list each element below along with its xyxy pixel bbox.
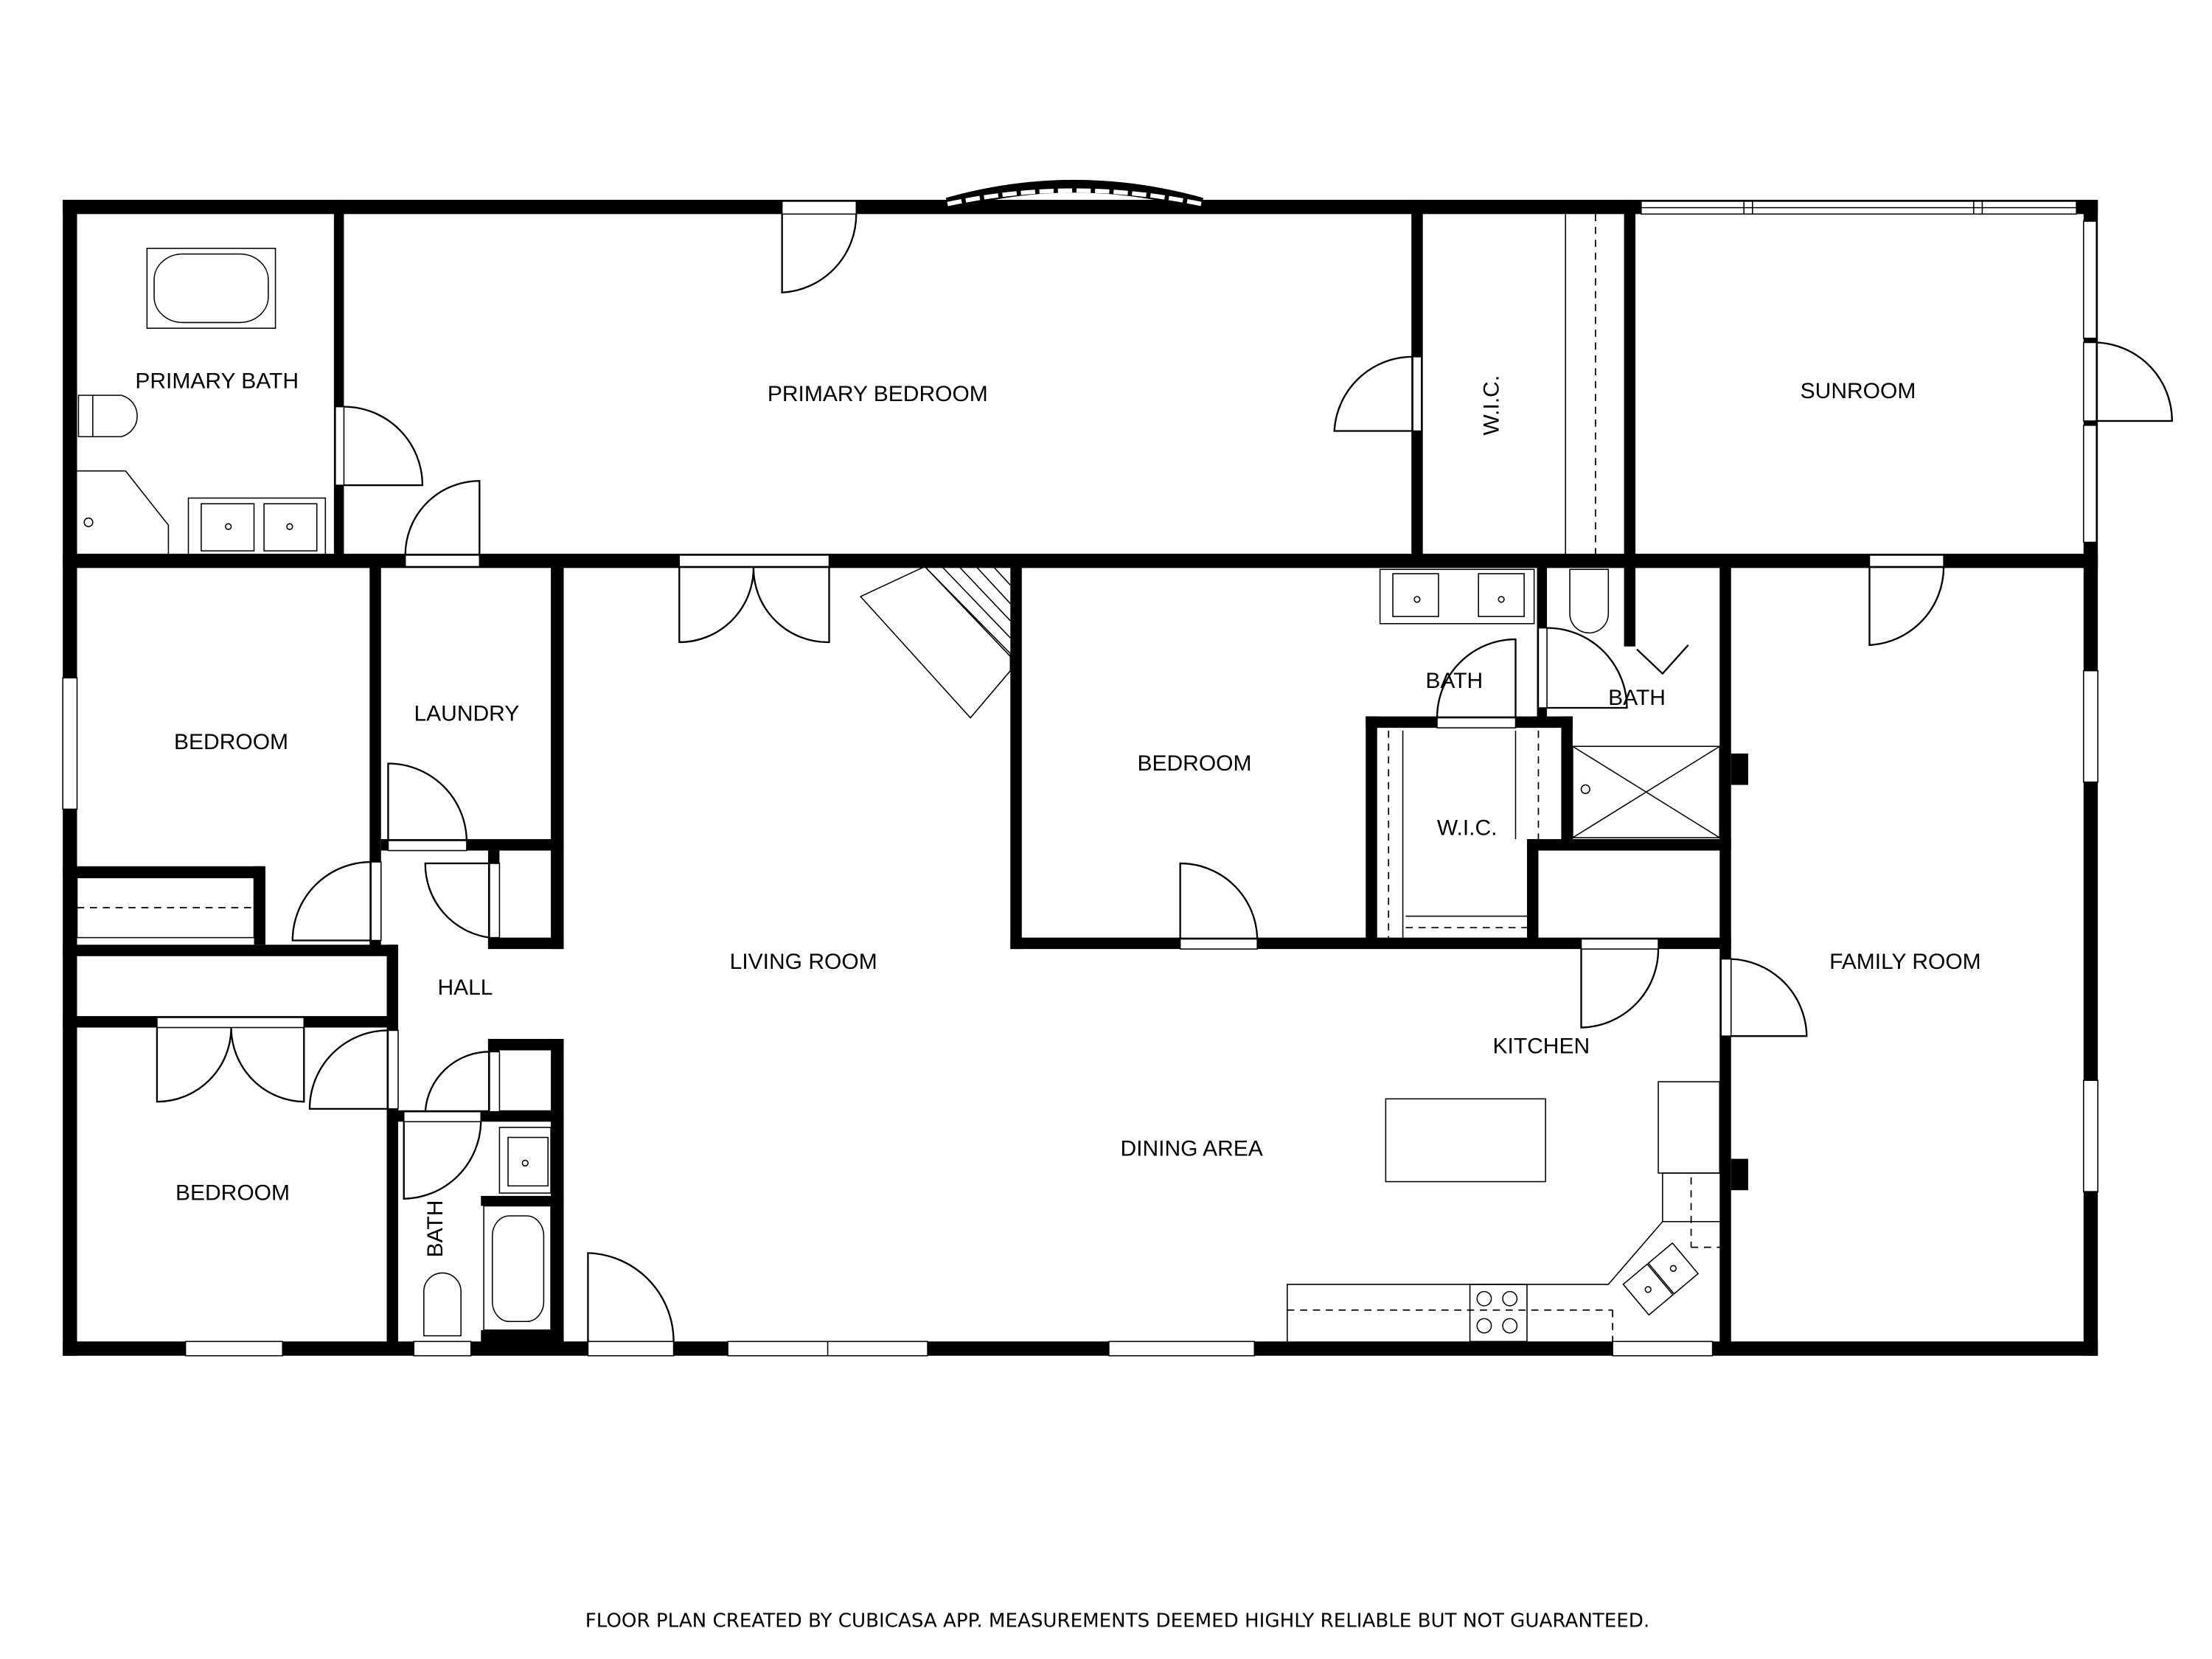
room-label-kitchen: KITCHEN: [1492, 1034, 1590, 1058]
toilet-icon: [423, 1272, 462, 1337]
room-labels: PRIMARY BATH PRIMARY BEDROOM W.I.C. SUNR…: [135, 369, 1980, 1257]
room-label-bedroom-3: BEDROOM: [175, 1181, 290, 1206]
toilet-icon: [77, 394, 138, 438]
room-label-bath-1: BATH: [1425, 669, 1483, 693]
toilet-icon: [1569, 568, 1610, 634]
stove-icon: [1469, 1284, 1528, 1343]
walls: [63, 199, 2098, 1356]
kitchen-counter: [1287, 1081, 1721, 1342]
staircase-icon: [859, 566, 1012, 719]
room-label-wic-2: W.I.C.: [1437, 815, 1498, 840]
doors: [156, 201, 2173, 1357]
room-label-hall: HALL: [437, 975, 493, 1000]
shower-icon: [1572, 745, 1721, 838]
double-sink-icon: [1379, 568, 1535, 625]
sink-icon: [498, 1127, 552, 1194]
windows: [62, 179, 2098, 1357]
room-label-bedroom-2: BEDROOM: [1137, 751, 1251, 776]
room-label-living-room: LIVING ROOM: [730, 950, 877, 974]
kitchen-sink-icon: [1622, 1242, 1700, 1316]
bay-window: [945, 179, 1204, 211]
room-label-laundry: LAUNDRY: [414, 701, 519, 726]
room-label-wic-primary: W.I.C.: [1479, 375, 1503, 436]
bathtub-icon: [146, 248, 276, 329]
room-label-primary-bath: PRIMARY BATH: [135, 369, 299, 393]
double-sink-icon: [187, 497, 327, 556]
room-label-bath-2: BATH: [1608, 686, 1666, 710]
shower-icon: [77, 470, 170, 557]
room-label-sunroom: SUNROOM: [1801, 379, 1916, 403]
bathtub-icon: [483, 1205, 552, 1331]
room-label-bedroom-1: BEDROOM: [174, 730, 288, 754]
room-label-primary-bedroom: PRIMARY BEDROOM: [768, 382, 988, 406]
room-label-dining-area: DINING AREA: [1120, 1137, 1262, 1161]
room-label-bath-3: BATH: [423, 1200, 448, 1258]
kitchen-island: [1385, 1098, 1546, 1183]
fixtures: [76, 214, 1721, 1343]
disclaimer-text: FLOOR PLAN CREATED BY CUBICASA APP. MEAS…: [585, 1610, 1649, 1632]
room-label-family-room: FAMILY ROOM: [1829, 950, 1981, 974]
